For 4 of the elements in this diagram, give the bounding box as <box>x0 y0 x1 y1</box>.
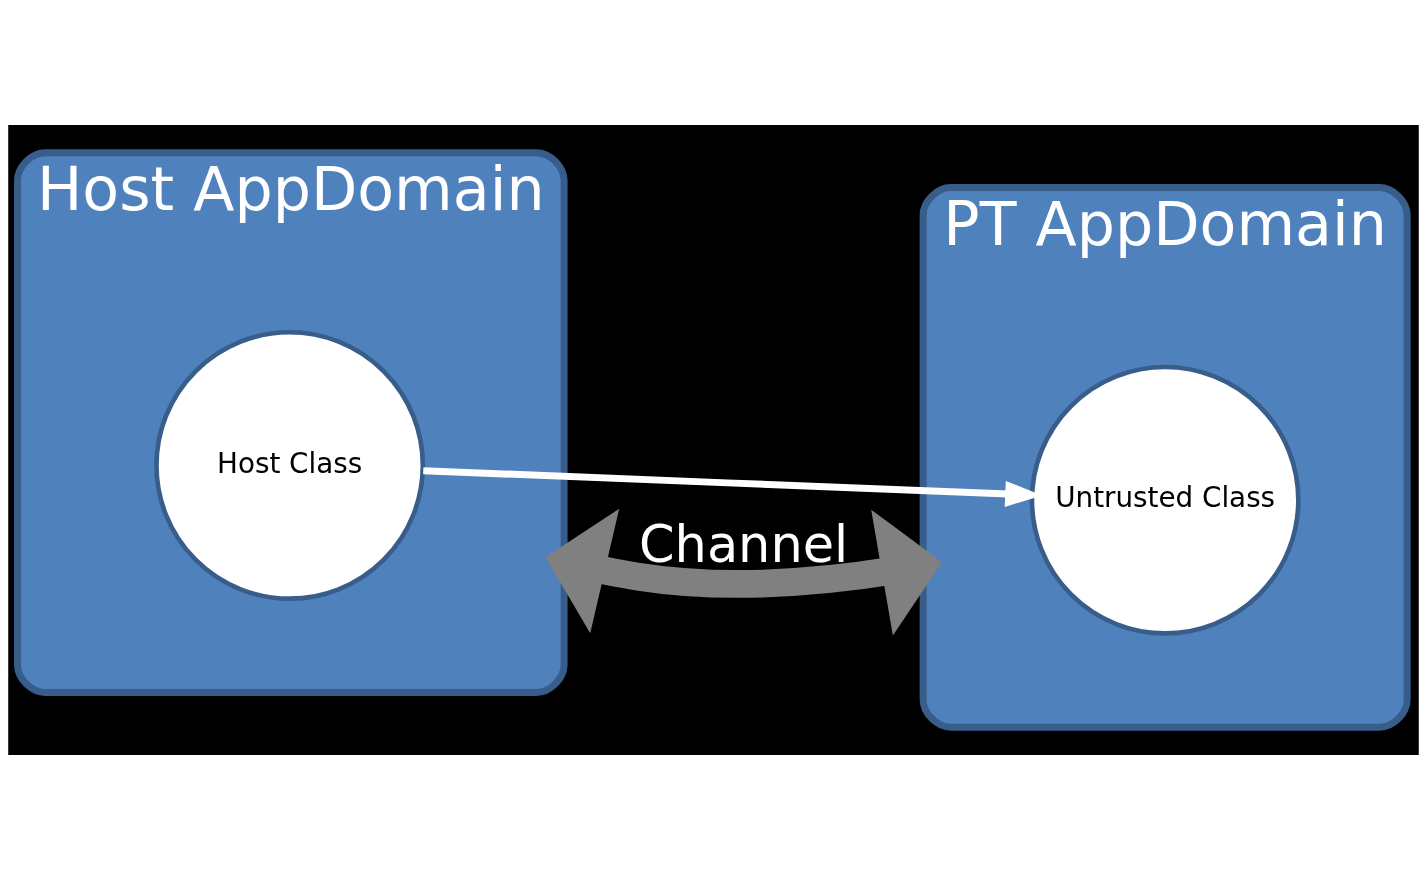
edge-label: Channel <box>639 514 849 574</box>
node-circle: Untrusted Class <box>1029 364 1301 636</box>
node-circle: Host Class <box>154 330 426 601</box>
arrow <box>545 508 943 636</box>
